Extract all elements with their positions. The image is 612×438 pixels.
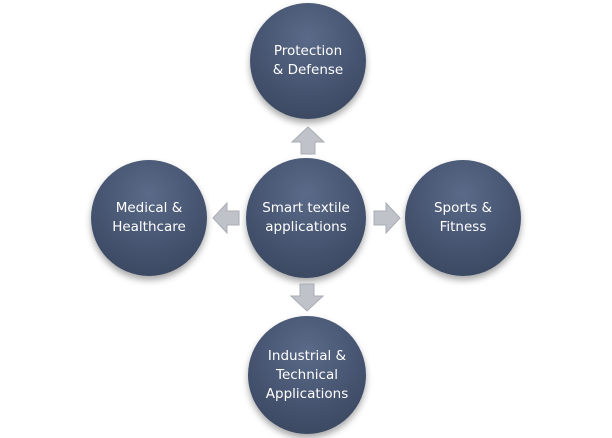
arrow-right-icon (371, 199, 411, 239)
node-label: Industrial & Technical Applications (265, 347, 349, 402)
node-sports-fitness: Sports & Fitness (405, 160, 521, 276)
node-industrial-technical: Industrial & Technical Applications (248, 316, 366, 434)
node-medical-healthcare: Medical & Healthcare (91, 160, 207, 276)
arrow-down-icon (287, 281, 327, 321)
node-label: Smart textile applications (262, 200, 350, 235)
node-label: Medical & Healthcare (112, 200, 186, 235)
arrow-left-icon (210, 199, 250, 239)
node-label: Sports & Fitness (433, 200, 493, 235)
arrow-up-icon (288, 123, 328, 163)
node-smart-textile-applications: Smart textile applications (246, 158, 366, 278)
node-protection-defense: Protection & Defense (250, 3, 366, 119)
node-label: Protection & Defense (272, 43, 344, 78)
